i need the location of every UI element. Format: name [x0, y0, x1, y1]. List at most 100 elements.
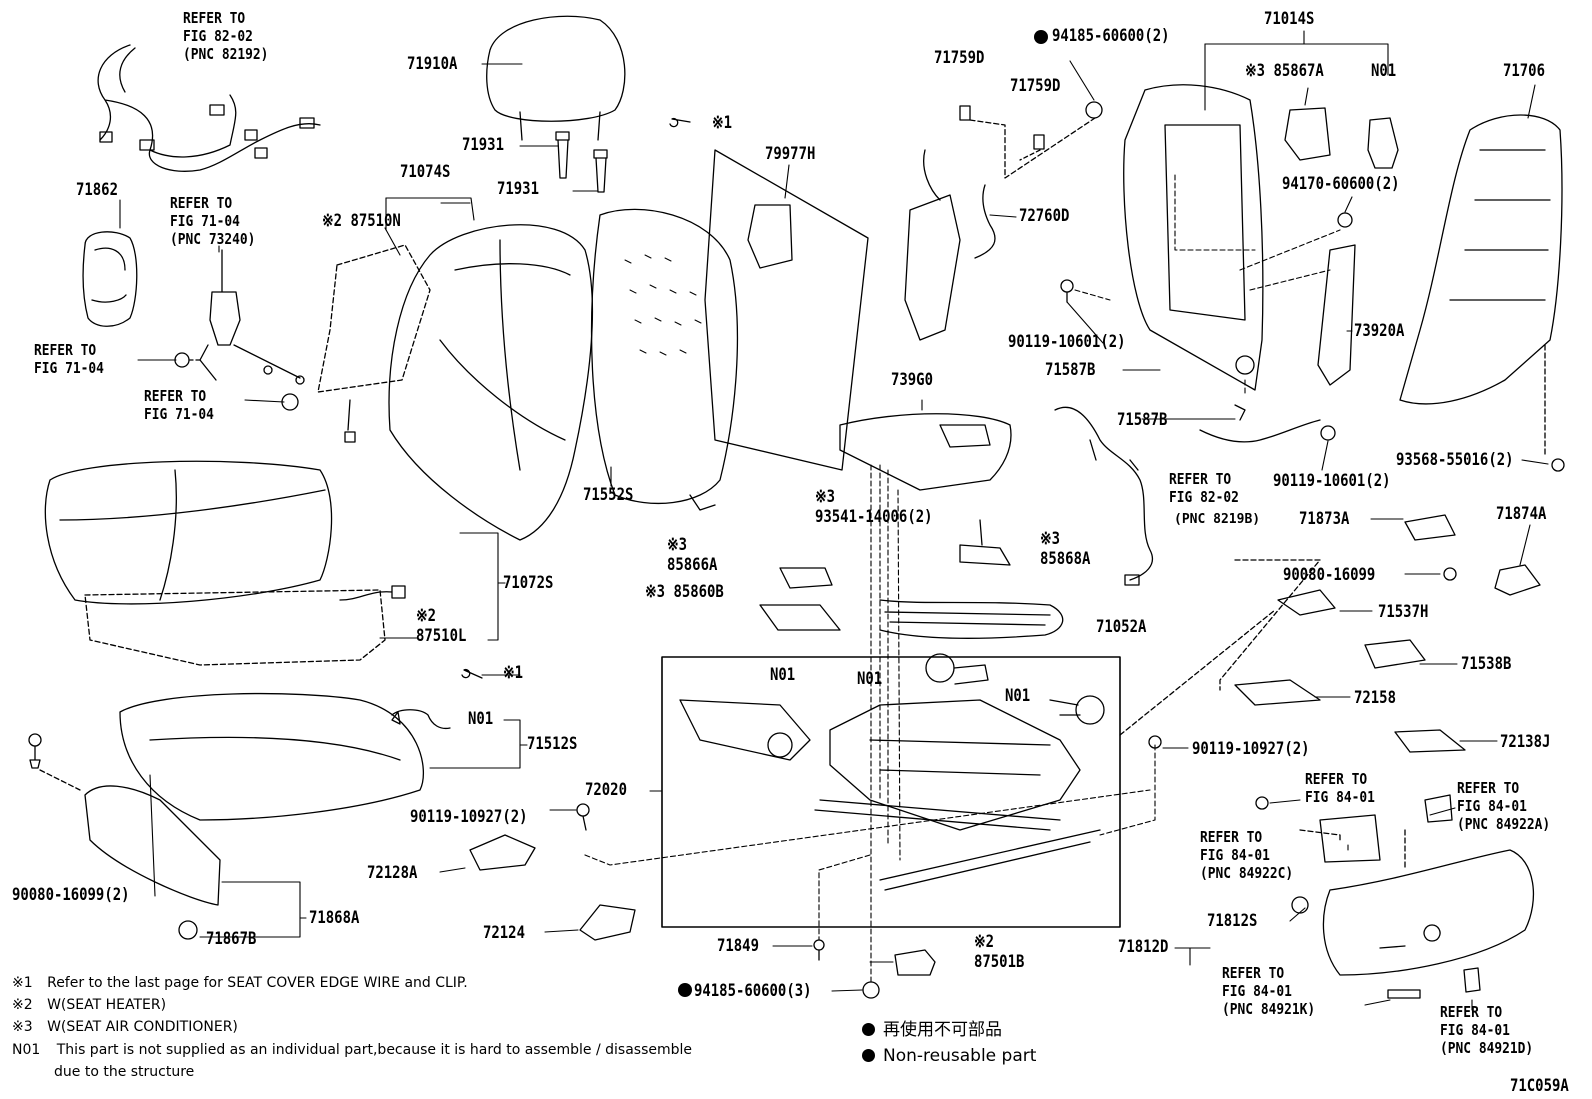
note-3-mark: ※3: [12, 1019, 33, 1035]
motor-N01-top-shape: [1367, 117, 1399, 169]
part-label-71931-lower: 71931: [497, 179, 539, 199]
part-label-71910A: 71910A: [407, 54, 458, 74]
board-79977H-shape: [704, 149, 869, 471]
part-label-N01-top: N01: [1371, 61, 1397, 81]
seatback-cover-shape: [388, 224, 594, 541]
note-2: ※2 W(SEAT HEATER): [12, 997, 166, 1014]
seat-cushion-pad-shape: [119, 692, 424, 821]
headrest-guide-shapes: [555, 131, 608, 193]
note-2-text: W(SEAT HEATER): [47, 997, 167, 1013]
part-note-93541: ※3: [815, 487, 836, 507]
part-label-72138J: 72138J: [1500, 732, 1551, 752]
legend-dot-icon: [862, 1023, 875, 1036]
part-label-87501B: 87501B: [974, 952, 1025, 972]
part-note-85868A: ※3: [1040, 529, 1061, 549]
refer-to-fig-84-01-d[interactable]: REFER TO FIG 84-01 (PNC 84921K): [1222, 964, 1316, 1018]
refer-to-fig-82-02-mid[interactable]: REFER TO FIG 82-02: [1169, 470, 1239, 506]
refer-to-fig-82-02-top[interactable]: REFER TO FIG 82-02 (PNC 82192): [183, 9, 269, 63]
note-1: ※1 Refer to the last page for SEAT COVER…: [12, 975, 468, 992]
part-label-94170-60600: 94170-60600(2): [1282, 174, 1400, 194]
part-85860B-shape: [759, 604, 841, 631]
part-label-N01-adjuster-c: N01: [1005, 686, 1031, 706]
part-label-71874A: 71874A: [1496, 504, 1547, 524]
part-label-90080-16099-right: 90080-16099: [1283, 565, 1376, 585]
part-label-93541-14006: 93541-14006(2): [815, 507, 933, 527]
knob-84921K-shape: [1387, 989, 1421, 999]
refer-to-fig-84-01-e[interactable]: REFER TO FIG 84-01 (PNC 84921D): [1440, 1003, 1534, 1057]
legend-jp-text: 再使用不可部品: [883, 1020, 1002, 1040]
refer-to-fig-82-02-mid-pnc: (PNC 8219B): [1174, 512, 1261, 527]
refer-to-fig-84-01-b[interactable]: REFER TO FIG 84-01 (PNC 84922A): [1457, 779, 1551, 833]
part-71537H-shape: [1277, 589, 1336, 616]
part-label-87510L: 87510L: [416, 626, 467, 646]
part-85866A-shape: [779, 567, 833, 589]
part-label-71552S: 71552S: [583, 485, 634, 505]
part-label-71537H: 71537H: [1378, 602, 1429, 622]
heater-mat-back-shape: [317, 244, 431, 393]
legend-en: Non-reusable part: [862, 1046, 1036, 1066]
refer-to-fig-71-04-a[interactable]: REFER TO FIG 71-04: [34, 341, 104, 377]
unit-85867A-shape: [1284, 107, 1331, 161]
note-1-mark: ※1: [12, 975, 33, 991]
part-label-85860B: ※3 85860B: [645, 582, 724, 602]
part-label-N01-adjuster-b: N01: [857, 669, 883, 689]
note-4-line2: due to the structure: [54, 1064, 195, 1080]
note-4-mark: N01: [12, 1042, 41, 1058]
part-label-72124: 72124: [483, 923, 525, 943]
part-label-71014S: 71014S: [1264, 9, 1315, 29]
part-label-N01-seat: N01: [468, 709, 494, 729]
seat-cushion-cover-shape: [44, 460, 333, 605]
note-1-text: Refer to the last page for SEAT COVER ED…: [47, 975, 468, 991]
knob-84922A-shape: [1424, 794, 1453, 823]
part-72138J-shape: [1394, 729, 1466, 753]
seat-adjuster-shape: [679, 653, 1105, 891]
part-label-72020: 72020: [585, 780, 627, 800]
part-note-87501B: ※2: [974, 932, 995, 952]
part-label-94185-60600-3: 94185-60600(3): [694, 981, 812, 1001]
part-87501B-shape: [894, 949, 936, 976]
part-71538B-shape: [1364, 639, 1426, 669]
part-label-93568-55016: 93568-55016(2): [1396, 450, 1514, 470]
seatback-pad-shape: [590, 208, 739, 505]
refer-to-fig-84-01-a[interactable]: REFER TO FIG 84-01: [1305, 770, 1375, 806]
part-label-85866A: 85866A: [667, 555, 718, 575]
part-label-79977H: 79977H: [765, 144, 816, 164]
part-72158-shape: [1234, 679, 1321, 706]
part-label-90119-10927-right: 90119-10927(2): [1192, 739, 1310, 759]
part-label-72760D: 72760D: [1019, 206, 1070, 226]
part-label-N01-adjuster-a: N01: [770, 665, 796, 685]
note-3-text: W(SEAT AIR CONDITIONER): [47, 1019, 238, 1035]
part-label-71812S: 71812S: [1207, 911, 1258, 931]
heater-mat-seat-shape: [84, 589, 386, 666]
part-71874A-shape: [1494, 564, 1541, 596]
part-label-71072S: 71072S: [503, 573, 554, 593]
legend-en-text: Non-reusable part: [883, 1046, 1037, 1066]
nonreusable-dot-94185-3: [678, 983, 692, 997]
switch-84922C-shape: [1319, 814, 1381, 863]
part-label-71052A: 71052A: [1096, 617, 1147, 637]
bracket-72760D-shape: [904, 194, 961, 341]
side-shield-71812S-shape: [1322, 849, 1535, 976]
part-label-85867A: ※3 85867A: [1245, 61, 1324, 81]
clip-mark-lower: ※1: [503, 663, 524, 683]
part-label-739G0: 739G0: [891, 370, 933, 390]
seatback-frame-shape: [1123, 84, 1264, 391]
refer-to-fig-71-04-belt[interactable]: REFER TO FIG 71-04 (PNC 73240): [170, 194, 256, 248]
part-label-90119-10601-left: 90119-10601(2): [1008, 332, 1126, 352]
part-label-71759D-upper: 71759D: [934, 48, 985, 68]
part-label-71873A: 71873A: [1299, 509, 1350, 529]
bracket-85868A-shape: [959, 519, 1011, 566]
part-label-71512S: 71512S: [527, 734, 578, 754]
note-2-mark: ※2: [12, 997, 33, 1013]
part-label-87510N: ※2 87510N: [322, 211, 401, 231]
refer-to-fig-71-04-b[interactable]: REFER TO FIG 71-04: [144, 387, 214, 423]
part-72124-shape: [579, 904, 636, 941]
clip-mark-upper: ※1: [712, 113, 733, 133]
part-label-90080-16099-left: 90080-16099(2): [12, 885, 130, 905]
part-label-71759D-lower: 71759D: [1010, 76, 1061, 96]
part-note-85866A: ※3: [667, 535, 688, 555]
refer-to-fig-84-01-c[interactable]: REFER TO FIG 84-01 (PNC 84922C): [1200, 828, 1294, 882]
part-72128A-shape: [469, 834, 536, 871]
part-label-72128A: 72128A: [367, 863, 418, 883]
